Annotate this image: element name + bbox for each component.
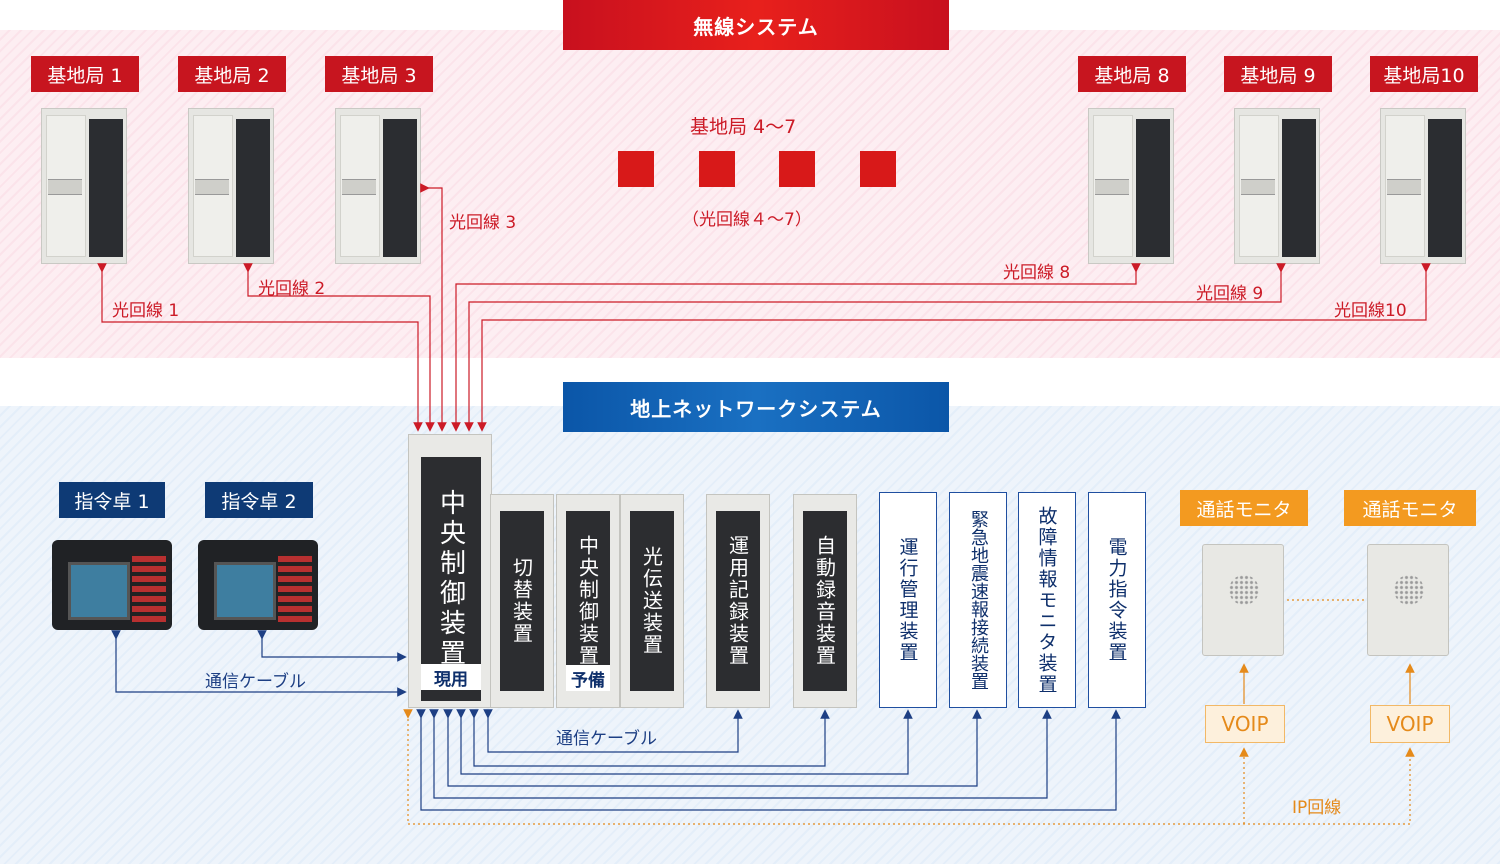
console-tag-2: 指令卓 2 bbox=[205, 482, 313, 518]
station-tag-1: 基地局 1 bbox=[31, 56, 139, 92]
command-console-1 bbox=[52, 540, 172, 630]
operation-log-cabinet: 運用記録装置 bbox=[706, 494, 770, 708]
base-station-rack-10 bbox=[1380, 108, 1466, 264]
operation-mgmt-box: 運行管理装置 bbox=[879, 492, 937, 708]
ip-line-main bbox=[403, 709, 1415, 825]
station-7-square bbox=[860, 151, 896, 187]
base-station-rack-9 bbox=[1234, 108, 1320, 264]
base-station-rack-8 bbox=[1088, 108, 1174, 264]
station-6-square bbox=[779, 151, 815, 187]
cable-operation-mgmt bbox=[456, 709, 913, 775]
switch-label: 切替装置 bbox=[500, 511, 544, 691]
console-2-cable bbox=[257, 630, 407, 662]
stations-4-7-lines: （光回線４〜7） bbox=[682, 210, 812, 230]
auto-record-cabinet: 自動録音装置 bbox=[793, 494, 857, 708]
cable-power-command bbox=[416, 709, 1121, 811]
cable-earthquake bbox=[443, 709, 982, 787]
voip-box-1: VOIP bbox=[1205, 705, 1285, 743]
ip-line-label: IP回線 bbox=[1292, 798, 1342, 818]
optical-line-8 bbox=[451, 263, 1141, 432]
wireless-banner: 無線システム bbox=[563, 0, 949, 50]
central-control-cabinet: 中央制御装置 現用 bbox=[408, 434, 492, 708]
optical-transmission-cabinet: 光伝送装置 bbox=[620, 494, 684, 708]
station-tag-3: 基地局 3 bbox=[325, 56, 433, 92]
optical-line-9 bbox=[464, 263, 1286, 432]
base-station-rack-1 bbox=[41, 108, 127, 264]
optical-transmission-label: 光伝送装置 bbox=[630, 511, 674, 691]
call-monitor-tag-2: 通話モニタ bbox=[1344, 490, 1476, 526]
station-tag-9: 基地局 9 bbox=[1224, 56, 1332, 92]
station-4-square bbox=[618, 151, 654, 187]
backup-tag: 予備 bbox=[566, 665, 610, 691]
station-tag-8: 基地局 8 bbox=[1078, 56, 1186, 92]
fault-monitor-box: 故障情報モニタ装置 bbox=[1018, 492, 1076, 708]
station-tag-10: 基地局10 bbox=[1370, 56, 1478, 92]
optical-line-1 bbox=[97, 263, 423, 432]
cable-label: 通信ケーブル bbox=[556, 729, 657, 749]
voip-box-2: VOIP bbox=[1370, 705, 1450, 743]
backup-control-label: 中央制御装置 bbox=[566, 511, 610, 691]
console-1-cable bbox=[111, 630, 407, 697]
power-command-box: 電力指令装置 bbox=[1088, 492, 1146, 708]
station-tag-2: 基地局 2 bbox=[178, 56, 286, 92]
stations-4-7-title: 基地局 4〜7 bbox=[690, 116, 797, 138]
earthquake-box: 緊急地震速報接続装置 bbox=[949, 492, 1007, 708]
call-monitor-tag-1: 通話モニタ bbox=[1180, 490, 1308, 526]
central-control-label: 中央制御装置 bbox=[421, 457, 481, 701]
backup-control-cabinet: 中央制御装置 予備 bbox=[556, 494, 620, 708]
command-console-2 bbox=[198, 540, 318, 630]
base-station-rack-2 bbox=[188, 108, 274, 264]
operation-log-label: 運用記録装置 bbox=[716, 511, 760, 691]
base-station-rack-3 bbox=[335, 108, 421, 264]
optical-line-3-label: 光回線 3 bbox=[449, 213, 517, 233]
call-monitor-device-1 bbox=[1202, 544, 1284, 656]
optical-line-2 bbox=[243, 263, 435, 432]
console-tag-1: 指令卓 1 bbox=[59, 482, 165, 518]
auto-record-label: 自動録音装置 bbox=[803, 511, 847, 691]
call-monitor-device-2 bbox=[1367, 544, 1449, 656]
optical-line-3 bbox=[420, 183, 447, 432]
switch-cabinet: 切替装置 bbox=[490, 494, 554, 708]
station-5-square bbox=[699, 151, 735, 187]
optical-line-10 bbox=[477, 263, 1431, 432]
console-cable-label: 通信ケーブル bbox=[205, 672, 306, 692]
central-active-tag: 現用 bbox=[421, 664, 481, 690]
